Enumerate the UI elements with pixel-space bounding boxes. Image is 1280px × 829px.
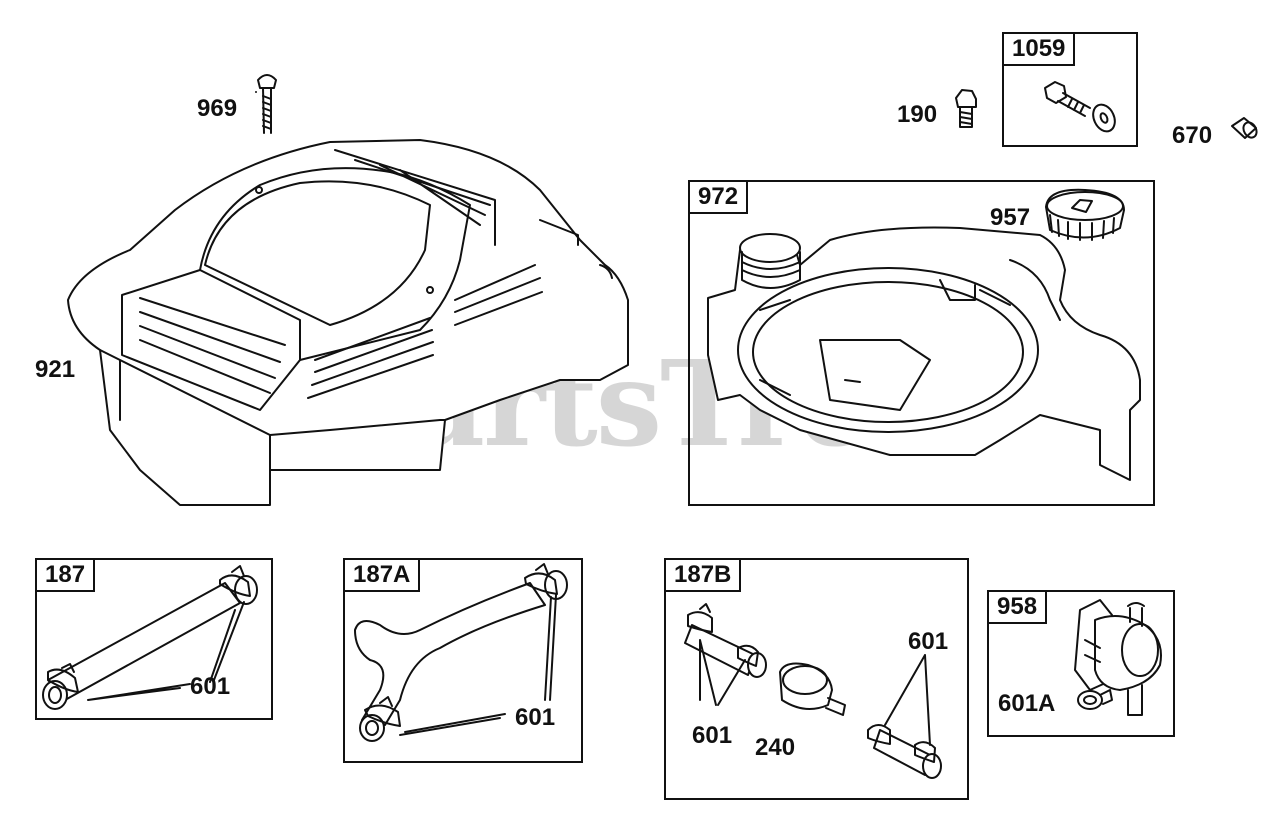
box-972: 972	[688, 180, 1155, 506]
label-969: 969	[197, 95, 238, 122]
box-187: 187	[35, 558, 273, 720]
blower-housing-921-illustration	[67, 139, 629, 506]
hose-187a-illustration	[354, 563, 568, 742]
box-1059: 1059	[1002, 32, 1138, 147]
bolt-190-illustration	[255, 89, 977, 128]
box-187a: 187A	[343, 558, 583, 763]
fuel-tank-972-illustration	[707, 226, 1141, 481]
box-972-tag: 972	[690, 182, 749, 214]
fuel-cap-957-illustration	[1045, 188, 1125, 241]
label-601-187a: 601	[515, 704, 556, 731]
label-957: 957	[990, 204, 1031, 231]
screw-969-illustration	[257, 74, 277, 134]
box-187b-tag: 187B	[666, 560, 742, 592]
bolt-washer-1059-illustration	[1044, 81, 1116, 133]
box-958: 958	[987, 590, 1175, 737]
bushing-670-illustration	[1231, 117, 1258, 139]
label-601-187b-right: 601	[908, 628, 949, 655]
box-187-tag: 187	[37, 560, 96, 592]
box-187a-tag: 187A	[345, 560, 421, 592]
hose-187-illustration	[42, 565, 258, 710]
label-921: 921	[35, 356, 76, 383]
label-240: 240	[755, 734, 796, 761]
label-601a: 601A	[998, 690, 1056, 717]
label-601-187: 601	[190, 673, 231, 700]
box-1059-tag: 1059	[1004, 34, 1076, 66]
hose-kit-187b-illustration	[684, 603, 942, 779]
box-187b: 187B	[664, 558, 969, 800]
label-190: 190	[897, 101, 938, 128]
fuel-valve-958-illustration	[1074, 599, 1162, 716]
box-958-tag: 958	[989, 592, 1048, 624]
label-601-187b-left: 601	[692, 722, 733, 749]
label-670: 670	[1172, 122, 1213, 149]
